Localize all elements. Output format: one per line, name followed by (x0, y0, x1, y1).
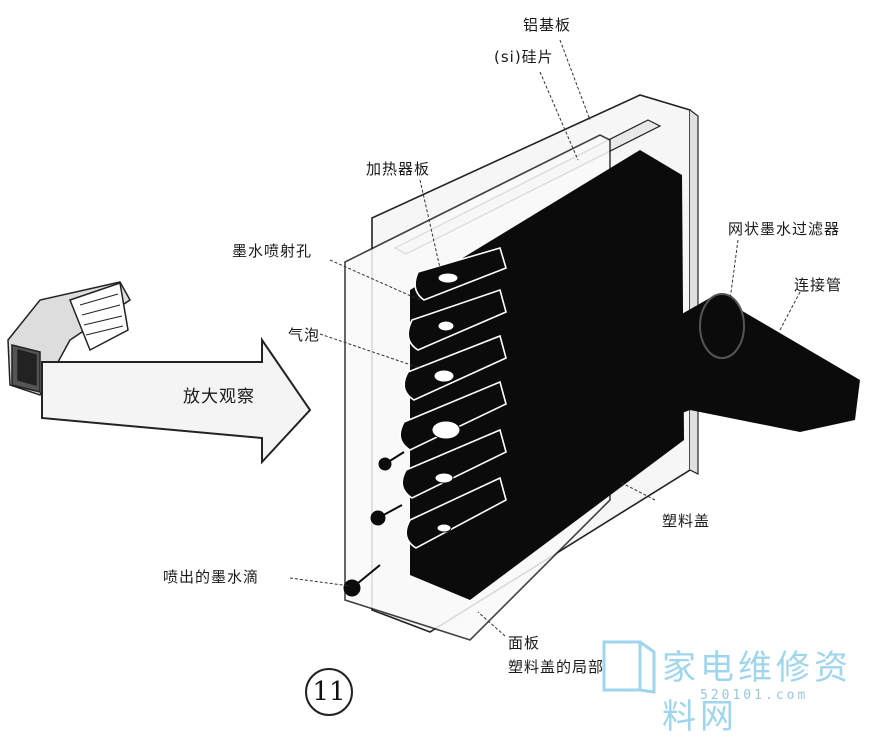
label-mesh-filter: 网状墨水过滤器 (728, 220, 841, 238)
mesh-filter-ring (699, 293, 745, 359)
watermark-url: 520101.com (700, 688, 809, 703)
cartridge-icon (7, 281, 131, 396)
watermark-logo-icon (602, 640, 656, 694)
label-plastic-cover-part: 塑料盖的局部 (508, 658, 605, 676)
ink-droplets (343, 451, 405, 597)
label-nozzle: 墨水喷射孔 (232, 242, 313, 260)
label-aluminum-base: 铝基板 (523, 16, 572, 34)
bubbles (431, 272, 461, 533)
label-silicon-chip: (si)硅片 (494, 48, 554, 66)
inkjet-head-diagram (7, 39, 860, 694)
label-ink-droplet: 喷出的墨水滴 (163, 568, 260, 586)
label-bubble: 气泡 (288, 326, 321, 344)
label-zoom: 放大观察 (183, 387, 255, 407)
zoom-arrow (41, 336, 312, 465)
label-panel: 面板 (508, 634, 541, 652)
label-plastic-cover: 塑料盖 (662, 512, 711, 530)
nozzle-channels (399, 247, 507, 549)
label-connector: 连接管 (794, 276, 843, 294)
leader-lines (289, 39, 801, 637)
figure-number: 11 (305, 668, 353, 716)
label-heater-board: 加热器板 (366, 160, 431, 178)
